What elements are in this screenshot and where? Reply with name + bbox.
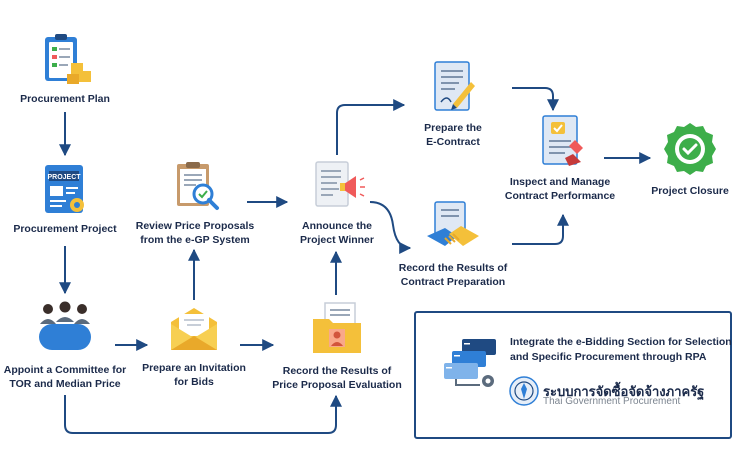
label-project-closure: Project Closure (651, 185, 729, 197)
document-magnifier-icon (177, 162, 219, 210)
node-procurement-plan: Procurement Plan (5, 33, 125, 107)
node-procurement-project: PROJECT Procurement Project (5, 163, 125, 237)
node-prepare-invitation: Prepare an Invitation for Bids (135, 306, 253, 389)
label-record-evaluation-line1: Record the Results of (282, 365, 392, 377)
node-review-proposals: Review Price Proposals from the e-GP Sys… (133, 160, 257, 247)
label-record-evaluation-line2: Price Proposal Evaluation (272, 378, 402, 391)
node-inspect-manage: Inspect and Manage Contract Performance (495, 114, 625, 203)
label-review-proposals-line1: Review Price Proposals (135, 220, 255, 232)
rpa-text-line2: and Specific Procurement through RPA (510, 350, 707, 363)
label-procurement-plan: Procurement Plan (20, 93, 110, 105)
brand-thai-name: ระบบการจัดซื้อจัดจ้างภาครัฐ (543, 384, 705, 399)
committee-people-icon (39, 301, 91, 350)
rpa-windows-gear-icon (444, 339, 496, 387)
label-prepare-invitation-line1: Prepare an Invitation (142, 362, 246, 374)
node-appoint-committee: Appoint a Committee for TOR and Median P… (0, 300, 130, 391)
label-appoint-committee-line2: TOR and Median Price (9, 377, 121, 390)
node-project-closure: Project Closure (640, 121, 740, 199)
node-prepare-contract: Prepare the E-Contract (403, 60, 503, 149)
project-board-icon: PROJECT (45, 165, 84, 213)
folder-profile-icon (313, 302, 361, 353)
arrow-announce-to-prepare-contract (336, 99, 406, 155)
arrow-committee-to-record-eval (64, 394, 342, 434)
rpa-info-box: Integrate the e-Bidding Section for Sele… (414, 311, 732, 439)
clipboard-checklist-icon (45, 34, 91, 84)
brand-english-name: Thai Government Procurement (543, 396, 681, 407)
label-inspect-manage-line2: Contract Performance (504, 189, 616, 202)
label-record-contract-line2: Contract Preparation (400, 275, 506, 288)
label-appoint-committee-line1: Appoint a Committee for (3, 364, 127, 376)
label-prepare-contract-line1: Prepare the (424, 122, 482, 134)
green-check-badge-icon (664, 123, 716, 175)
node-record-contract: Record the Results of Contract Preparati… (393, 200, 513, 289)
label-inspect-manage-line1: Inspect and Manage (509, 176, 611, 188)
thai-gov-procurement-emblem-icon (509, 376, 539, 406)
label-procurement-project: Procurement Project (13, 223, 117, 235)
arrow-prepare-contract-to-inspect (512, 87, 559, 112)
invitation-envelope-icon (171, 308, 217, 350)
rpa-description: Integrate the e-Bidding Section for Sele… (510, 335, 732, 364)
label-prepare-invitation-line2: for Bids (174, 375, 214, 388)
label-announce-winner-line1: Announce the (302, 220, 372, 232)
inspection-stamp-icon (542, 115, 583, 166)
label-prepare-contract-line2: E-Contract (426, 135, 480, 148)
handshake-contract-icon (427, 201, 479, 246)
node-announce-winner: Announce the Project Winner (283, 160, 391, 247)
rpa-text-line1: Integrate the e-Bidding Section for Sele… (510, 336, 732, 348)
project-badge-text: PROJECT (47, 174, 81, 181)
megaphone-document-icon (315, 161, 365, 207)
label-record-contract-line1: Record the Results of (398, 262, 508, 274)
arrow-record-contract-to-inspect (512, 213, 569, 245)
label-announce-winner-line2: Project Winner (299, 233, 374, 246)
arrow-announce-to-record-contract (369, 201, 412, 254)
node-record-evaluation: Record the Results of Price Proposal Eva… (268, 301, 406, 392)
contract-pen-icon (434, 61, 475, 111)
label-review-proposals-line2: from the e-GP System (140, 233, 250, 246)
